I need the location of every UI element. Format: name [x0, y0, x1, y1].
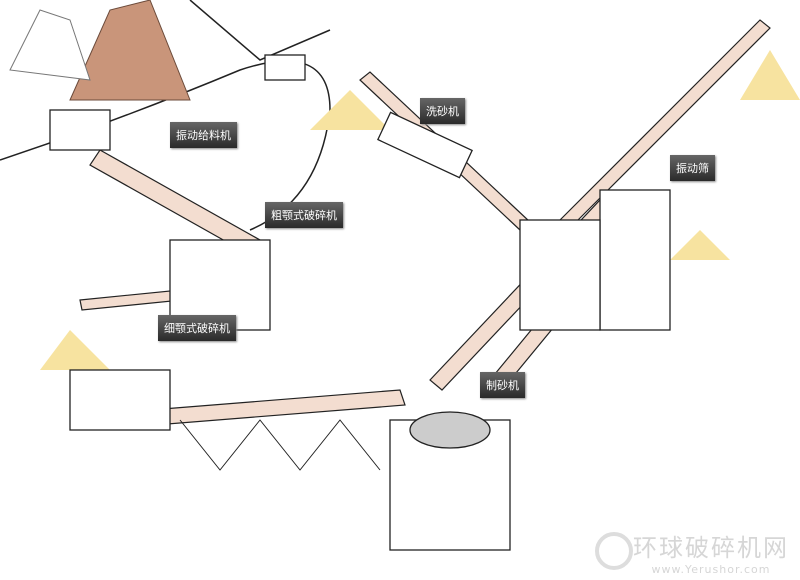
dump-truck [49, 109, 111, 151]
sand-washer-machine [377, 111, 473, 179]
sand-pile [670, 230, 730, 260]
watermark-title: 环球破碎机网 [633, 534, 789, 562]
road-edge-top [189, 0, 331, 61]
sand-pile [310, 90, 390, 130]
watermark: 环球破碎机网 www.Yerushor.com [595, 528, 789, 576]
support-trusses [179, 419, 381, 471]
rock-pile-outline [9, 9, 91, 81]
conveyor-fine [79, 289, 183, 311]
sand-pile [740, 50, 800, 100]
watermark-url: www.Yerushor.com [651, 563, 771, 576]
fine-jaw-crusher [69, 369, 171, 431]
loader [264, 54, 306, 81]
sand-maker-rotor [409, 411, 491, 449]
sand-pile [40, 330, 110, 370]
conveyor-to-sand-maker [149, 389, 406, 426]
label-fine-jaw-crusher: 细颚式破碎机 [158, 315, 236, 341]
feeder-conveyor [89, 149, 261, 256]
rock-pile [69, 0, 191, 101]
label-vibrating-screen: 振动筛 [670, 155, 715, 181]
screen-structure [519, 219, 601, 331]
watermark-logo-icon [595, 532, 633, 570]
label-sand-washer: 洗砂机 [420, 98, 465, 124]
label-coarse-jaw-crusher: 粗颚式破碎机 [265, 202, 343, 228]
label-sand-maker: 制砂机 [480, 372, 525, 398]
vibrating-screen-frame [599, 189, 671, 331]
label-vibrating-feeder: 振动给料机 [170, 122, 237, 148]
